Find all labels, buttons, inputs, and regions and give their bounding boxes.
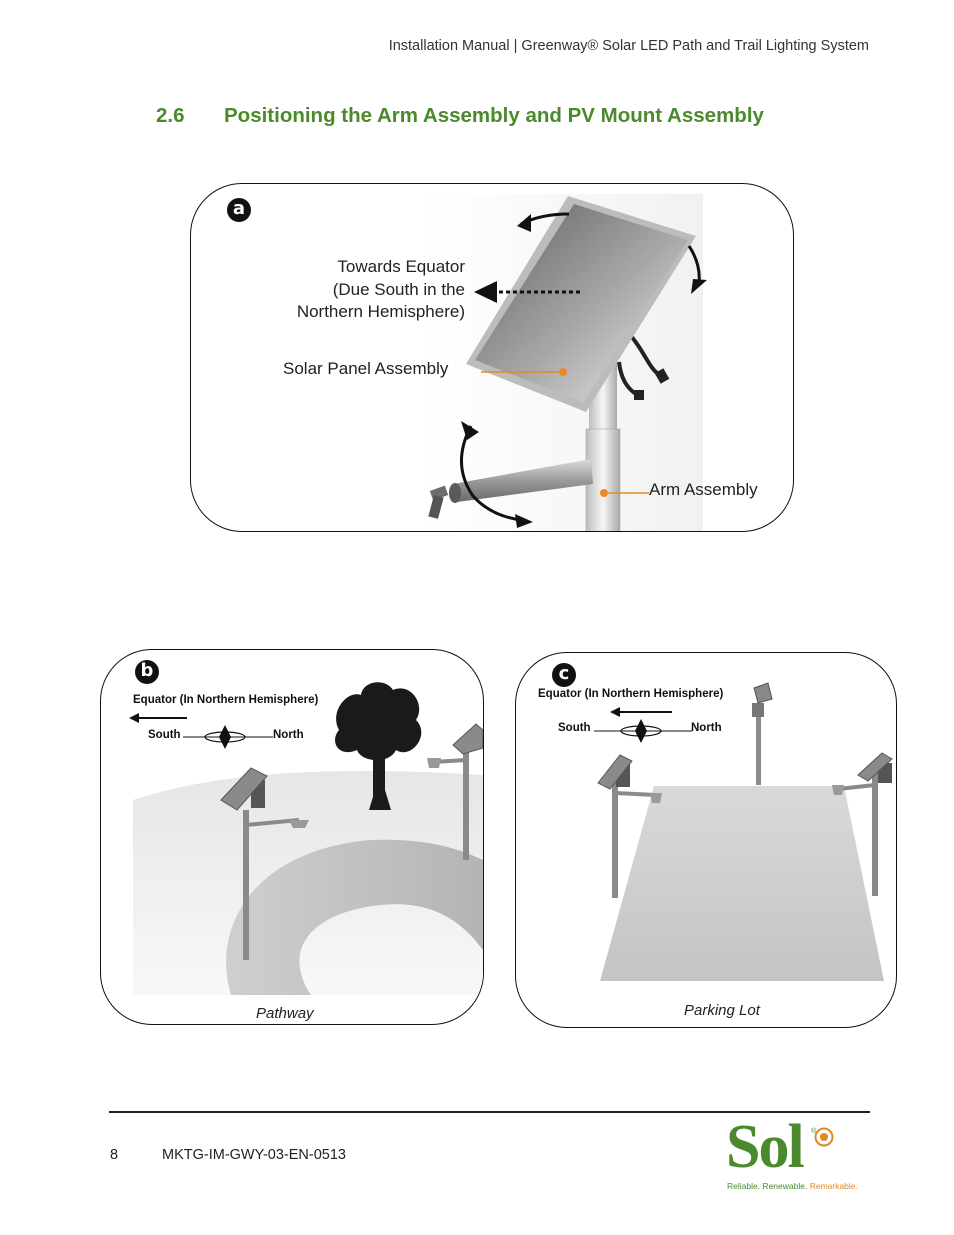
figure-b-panel: b Equator (In Northern Hemisphere) South… — [100, 649, 484, 1025]
panel-right-c — [857, 752, 893, 782]
caption-parking-lot: Parking Lot — [684, 1002, 760, 1019]
solar-panel — [475, 204, 688, 402]
pole-right — [463, 750, 469, 860]
equator-label: Towards Equator (Due South in the Northe… — [296, 257, 465, 321]
page-number: 8 — [110, 1147, 119, 1163]
cable-connector — [654, 368, 670, 384]
logo-tagline: Reliable. Renewable. Remarkable. — [727, 1181, 858, 1191]
compass-needle-c — [635, 719, 647, 743]
fixture-left-c — [650, 793, 662, 803]
panel-left — [220, 767, 268, 811]
solar-pole-illustration — [423, 194, 707, 531]
north-label-c: North — [691, 722, 722, 734]
section-number: 2.6 — [156, 104, 185, 127]
figure-c-badge: c — [552, 663, 576, 687]
equator-text-c: Equator (In Northern Hemisphere) — [538, 688, 724, 700]
logo-wordmark: Sol — [726, 1113, 805, 1181]
panel-right — [452, 723, 483, 755]
parking-lot-illustration — [594, 682, 893, 981]
figure-a-badge: a — [227, 198, 251, 222]
winding-path — [226, 839, 483, 995]
panel-left-c — [597, 754, 633, 790]
arm-left-c — [614, 791, 657, 797]
parking-lot-surface — [600, 786, 884, 981]
document-code: MKTG-IM-GWY-03-EN-0513 — [162, 1147, 346, 1163]
sol-logo: Sol ® Reliable. Renewable. Remarkable. — [726, 1116, 871, 1194]
pole-left-c — [612, 778, 618, 898]
leader-dot-solar-panel — [559, 368, 567, 376]
south-label-c: South — [558, 722, 591, 734]
rotate-arrow-arm-head-top — [461, 421, 479, 440]
pole-right-c — [872, 768, 878, 896]
arm-end — [449, 483, 461, 503]
cable-connector-2 — [634, 390, 644, 400]
arm-right-c — [837, 783, 876, 791]
fixture-head — [428, 495, 444, 519]
compass-arrowhead-c — [610, 707, 620, 717]
sun-icon — [814, 1127, 834, 1147]
south-label-b: South — [148, 729, 181, 741]
pole-back — [756, 703, 761, 785]
figure-c-panel: c Equator (In Northern Hemisphere) South… — [515, 652, 897, 1028]
running-header: Installation Manual | Greenway® Solar LE… — [388, 38, 869, 54]
caption-pathway: Pathway — [256, 1005, 314, 1022]
figure-a-panel: a Towards Equator (Due South in the Nort… — [190, 183, 794, 532]
leader-dot-arm — [600, 489, 608, 497]
arm — [453, 459, 593, 502]
footer-rule — [109, 1111, 870, 1113]
compass-needle — [219, 725, 231, 749]
solar-panel-assembly-label: Solar Panel Assembly — [283, 359, 449, 378]
arm-assembly-label: Arm Assembly — [649, 480, 758, 499]
north-label-b: North — [273, 729, 304, 741]
fixture-right-c — [832, 785, 844, 795]
equator-direction-arrowhead — [474, 281, 497, 303]
figure-b-badge: b — [135, 660, 159, 684]
section-title-text: Positioning the Arm Assembly and PV Moun… — [224, 104, 764, 127]
compass-ring — [204, 731, 246, 743]
box-back — [752, 703, 764, 717]
compass-arrowhead — [129, 713, 139, 723]
rotate-arrow-top-head — [517, 214, 531, 232]
logo-registered-mark: ® — [811, 1128, 817, 1135]
tree-canopy — [335, 682, 422, 761]
rotate-arrow-arm-head-bottom — [515, 514, 533, 528]
fixture-left — [289, 820, 309, 828]
section-heading: 2.6 Positioning the Arm Assembly and PV M… — [156, 104, 764, 128]
pathway-illustration — [129, 682, 483, 995]
rotate-arrow-arm — [460, 425, 522, 522]
fixture-right — [427, 758, 441, 768]
panel-back — [753, 682, 773, 704]
pole-left — [243, 810, 249, 960]
compass-ring-c — [620, 725, 662, 737]
rotate-arrow-right-head — [691, 279, 707, 294]
equator-text-b: Equator (In Northern Hemisphere) — [133, 694, 319, 706]
tree-base — [369, 790, 391, 810]
